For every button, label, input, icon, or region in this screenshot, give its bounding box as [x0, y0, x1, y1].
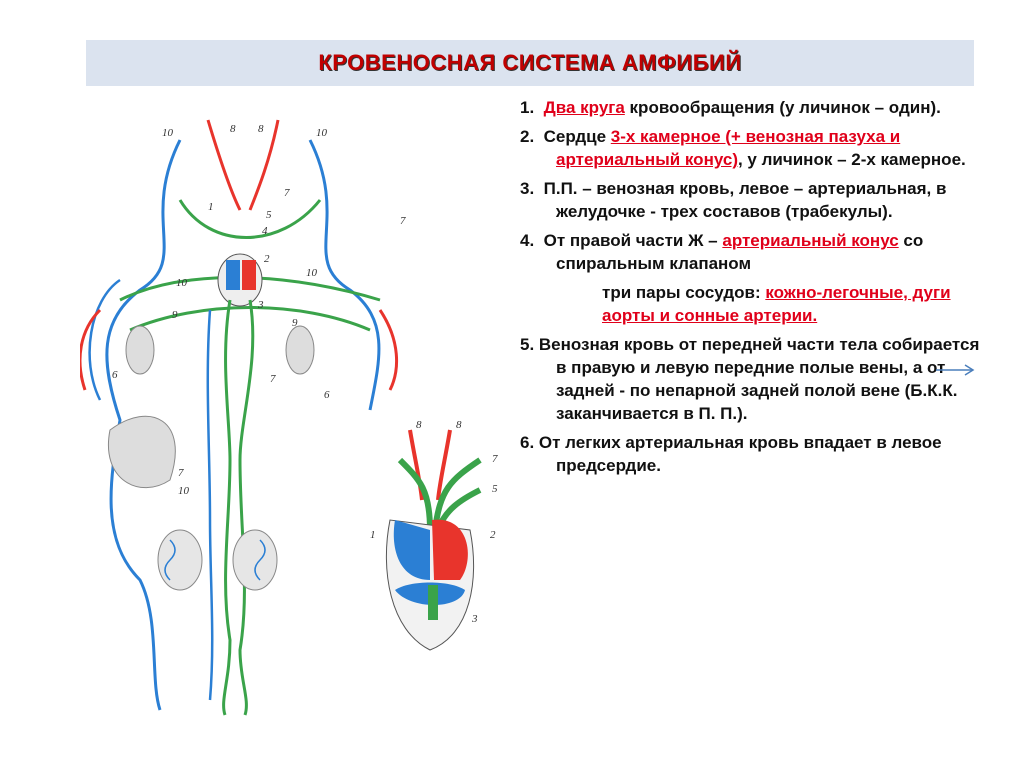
label-7: 7: [178, 467, 184, 479]
title-bar: КРОВЕНОСНАЯ СИСТЕМА АМФИБИЙ: [86, 40, 974, 86]
heart-label-3: 3: [471, 613, 478, 625]
label-10: 10: [316, 127, 328, 139]
vessels-line: три пары сосудов: кожно-легочные, дуги а…: [602, 283, 951, 325]
text-column: 1. Два круга кровообращения (у личинок –…: [520, 96, 980, 483]
heart-label-2: 2: [490, 529, 496, 541]
list-item-2: 2. Сердце 3-х камерное (+ венозная пазух…: [520, 127, 966, 169]
label-8: 8: [230, 123, 236, 135]
page-title: КРОВЕНОСНАЯ СИСТЕМА АМФИБИЙ: [318, 50, 742, 75]
label-1: 1: [208, 201, 214, 213]
heart-label-5: 5: [492, 483, 498, 495]
heart-label-7: 7: [492, 453, 498, 465]
label-2: 2: [264, 253, 270, 265]
heart-label-8: 8: [456, 420, 462, 431]
list-item-6: 6. От легких артериальная кровь впадает …: [520, 433, 942, 475]
label-7: 7: [270, 373, 276, 385]
label-8: 8: [258, 123, 264, 135]
arrow-right-icon: [936, 364, 975, 376]
label-6: 6: [324, 389, 330, 401]
label-10: 10: [162, 127, 174, 139]
label-7: 7: [284, 187, 290, 199]
label-9: 9: [172, 309, 178, 321]
list-item-4: 4. От правой части Ж – артериальный кону…: [520, 231, 924, 273]
heart-diagram: 8 8 7 5 1 2 3: [370, 420, 498, 651]
circulation-diagram: 10 8 8 10 1 7 5 4 2 7 10 10 9 3 9 6 7 6 …: [80, 119, 406, 716]
label-4: 4: [262, 225, 268, 237]
list-item-1: 1. Два круга кровообращения (у личинок –…: [520, 98, 941, 117]
heart-label-8: 8: [416, 420, 422, 431]
list-item-5: 5. Венозная кровь от передней части тела…: [520, 335, 980, 423]
label-5: 5: [266, 209, 272, 221]
label-7: 7: [400, 215, 406, 227]
label-10: 10: [178, 485, 190, 497]
label-10: 10: [306, 267, 318, 279]
list-item-3: 3. П.П. – венозная кровь, левое – артери…: [520, 179, 947, 221]
label-6: 6: [112, 369, 118, 381]
label-3: 3: [257, 299, 264, 311]
label-9: 9: [292, 317, 298, 329]
heart-label-1: 1: [370, 529, 376, 541]
label-10: 10: [176, 277, 188, 289]
